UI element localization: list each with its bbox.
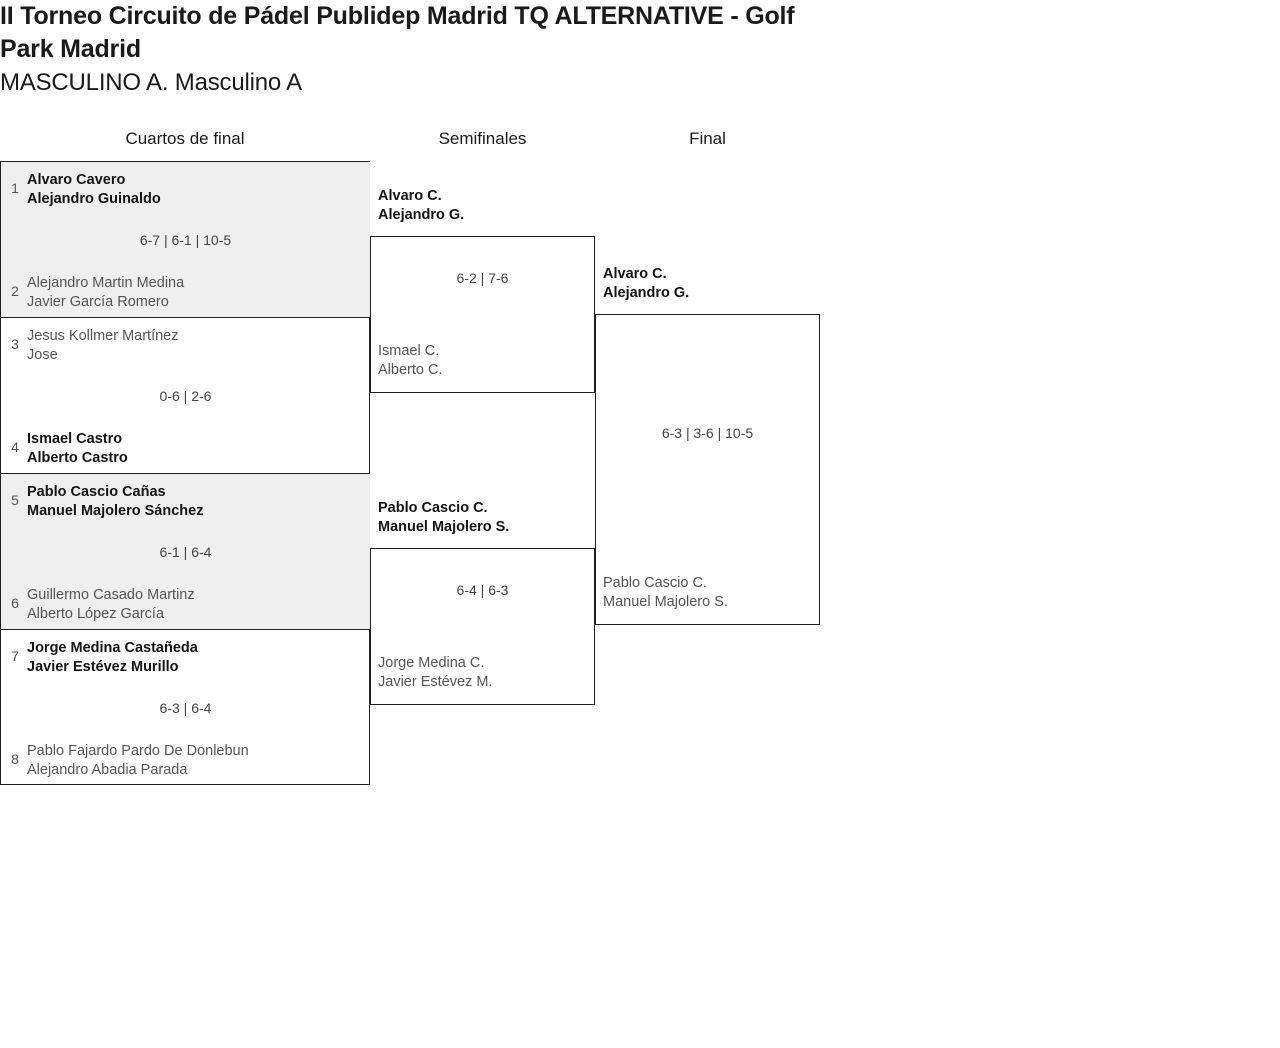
match-team-top: Pablo Cascio Cañas Manuel Majolero Sánch… xyxy=(27,483,364,520)
match-team-bottom: Guillermo Casado Martinz Alberto López G… xyxy=(27,586,364,623)
page-title: II Torneo Circuito de Pádel Publidep Mad… xyxy=(0,0,900,99)
quarterfinals-column: 1 Alvaro Cavero Alejandro Guinaldo 6-7 |… xyxy=(0,161,370,785)
match-team-bottom: Pablo Cascio C. Manuel Majolero S. xyxy=(603,574,813,611)
player-name: Pablo Cascio C. xyxy=(603,575,707,591)
match-team-bottom: Ismael Castro Alberto Castro xyxy=(27,430,364,467)
match-team-bottom: Ismael C. Alberto C. xyxy=(378,342,588,379)
player-name: Jesus Kollmer Martínez xyxy=(27,328,179,344)
match-team-top: Jorge Medina Castañeda Javier Estévez Mu… xyxy=(27,639,364,676)
player-name: Pablo Fajardo Pardo De Donlebun xyxy=(27,743,249,759)
round-header-semifinals: Semifinales xyxy=(438,129,527,148)
player-name: Pablo Cascio C. xyxy=(378,500,488,516)
seed-number: 4 xyxy=(11,439,19,455)
table-row[interactable]: 5 Pablo Cascio Cañas Manuel Majolero Sán… xyxy=(1,474,370,630)
match-score: 6-7 | 6-1 | 10-5 xyxy=(139,232,232,248)
player-name: Alejandro Martin Medina xyxy=(27,275,185,291)
player-name: Javier Estévez M. xyxy=(378,673,493,690)
player-name: Alvaro Cavero xyxy=(27,172,126,188)
match-score: 6-3 | 3-6 | 10-5 xyxy=(661,425,754,441)
player-name: Alvaro C. xyxy=(603,266,667,282)
player-name: Alberto López García xyxy=(27,605,165,622)
seed-number: 2 xyxy=(11,283,19,299)
match-score: 6-4 | 6-3 xyxy=(456,582,509,598)
table-row[interactable]: 3 Jesus Kollmer Martínez Jose 0-6 | 2-6 … xyxy=(1,318,370,474)
match-score: 6-1 | 6-4 xyxy=(159,544,212,560)
player-name: Manuel Majolero S. xyxy=(378,518,510,535)
player-name: Alvaro C. xyxy=(378,188,442,204)
semifinal-match-2[interactable]: Pablo Cascio C. Manuel Majolero S. 6-4 |… xyxy=(370,500,595,705)
match-team-bottom: Jorge Medina C. Javier Estévez M. xyxy=(378,654,588,691)
seed-number: 1 xyxy=(11,180,19,196)
seed-number: 5 xyxy=(11,492,19,508)
player-name: Alejandro Guinaldo xyxy=(27,190,161,207)
tournament-title-line-2: Park Madrid xyxy=(0,35,141,63)
round-header-quarterfinals: Cuartos de final xyxy=(125,129,245,148)
match-team-top: Pablo Cascio C. Manuel Majolero S. xyxy=(378,499,588,536)
match-team-top: Alvaro C. Alejandro G. xyxy=(603,265,813,302)
player-name: Alejandro Abadia Parada xyxy=(27,761,188,778)
player-name: Alejandro G. xyxy=(603,284,690,301)
tournament-bracket: 1 Alvaro Cavero Alejandro Guinaldo 6-7 |… xyxy=(0,161,830,801)
player-name: Guillermo Casado Martinz xyxy=(27,587,195,603)
round-header-final: Final xyxy=(689,129,726,148)
match-team-top: Alvaro Cavero Alejandro Guinaldo xyxy=(27,171,364,208)
player-name: Javier Estévez Murillo xyxy=(27,658,179,675)
player-name: Javier García Romero xyxy=(27,293,169,310)
final-match[interactable]: Alvaro C. Alejandro G. 6-3 | 3-6 | 10-5 … xyxy=(595,266,820,625)
match-score: 0-6 | 2-6 xyxy=(159,388,212,404)
match-team-top: Alvaro C. Alejandro G. xyxy=(378,187,588,224)
match-team-top: Jesus Kollmer Martínez Jose xyxy=(27,327,364,364)
match-team-bottom: Pablo Fajardo Pardo De Donlebun Alejandr… xyxy=(27,742,364,779)
player-name: Alberto C. xyxy=(378,361,443,378)
player-name: Jorge Medina C. xyxy=(378,655,485,671)
table-row[interactable]: 1 Alvaro Cavero Alejandro Guinaldo 6-7 |… xyxy=(1,162,370,318)
player-name: Jorge Medina Castañeda xyxy=(27,640,198,656)
player-name: Pablo Cascio Cañas xyxy=(27,484,166,500)
seed-number: 3 xyxy=(11,336,19,352)
table-row[interactable]: 7 Jorge Medina Castañeda Javier Estévez … xyxy=(1,630,370,786)
seed-number: 7 xyxy=(11,648,19,664)
player-name: Manuel Majolero S. xyxy=(603,593,728,610)
player-name: Alberto Castro xyxy=(27,449,128,466)
match-score: 6-3 | 6-4 xyxy=(159,700,212,716)
match-team-bottom: Alejandro Martin Medina Javier García Ro… xyxy=(27,274,364,311)
tournament-title-line-1: II Torneo Circuito de Pádel Publidep Mad… xyxy=(0,2,795,30)
player-name: Jose xyxy=(27,346,58,363)
seed-number: 6 xyxy=(11,595,19,611)
player-name: Manuel Majolero Sánchez xyxy=(27,502,204,519)
player-name: Ismael Castro xyxy=(27,431,123,447)
category-subtitle: MASCULINO A. Masculino A xyxy=(0,69,302,96)
match-score: 6-2 | 7-6 xyxy=(456,270,509,286)
player-name: Alejandro G. xyxy=(378,206,465,223)
player-name: Ismael C. xyxy=(378,343,440,359)
semifinal-match-1[interactable]: Alvaro C. Alejandro G. 6-2 | 7-6 Ismael … xyxy=(370,188,595,393)
seed-number: 8 xyxy=(11,751,19,767)
